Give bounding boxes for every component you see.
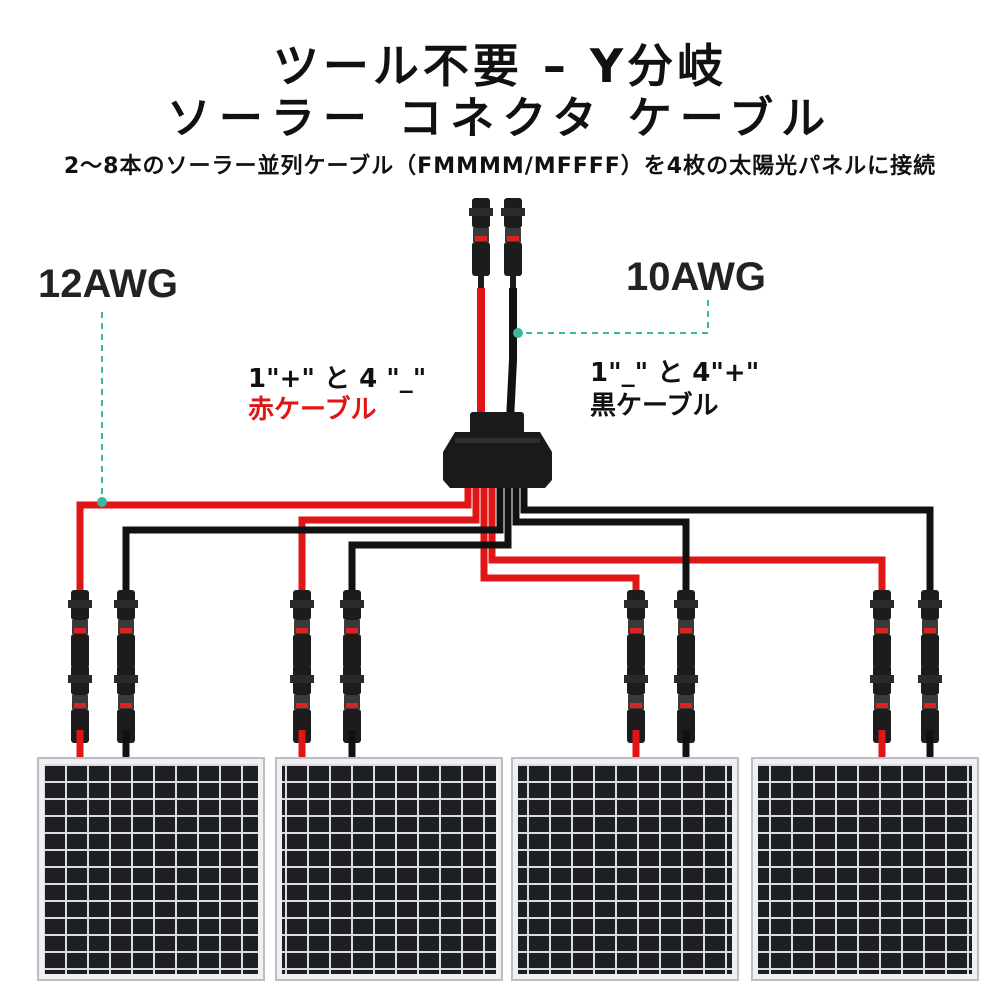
red-wire-panel-2	[298, 470, 480, 600]
solar-panel-4	[751, 757, 979, 981]
black-wire-panel-3	[512, 470, 690, 600]
black-wire-panel-1	[122, 470, 504, 600]
gauge-label-10awg: 10AWG	[626, 255, 767, 299]
solar-panel-1	[37, 757, 265, 981]
guide-12awg-dot	[97, 497, 107, 507]
panel-connectors	[68, 590, 942, 755]
black-wire-panel-2	[348, 470, 512, 600]
black-wire-panel-4	[520, 470, 934, 600]
y-splitter-hub	[443, 412, 552, 488]
input-connector-negative	[501, 198, 525, 421]
gauge-label-12awg: 12AWG	[38, 262, 179, 306]
red-cable-spec: 1"+" と 4 "_"	[248, 364, 427, 394]
black-cable-name: 黒ケーブル	[590, 391, 719, 421]
subtitle: 2〜8本のソーラー並列ケーブル（FMMMM/MFFFF）を4枚の太陽光パネルに接…	[63, 154, 937, 179]
solar-panel-3	[511, 757, 739, 981]
title-line-1: ツール不要 – Y分岐	[272, 39, 728, 93]
input-connector-positive	[469, 198, 493, 420]
black-cable-spec: 1"_" と 4"+"	[590, 358, 760, 388]
guide-10awg-dot	[513, 328, 523, 338]
solar-panel-2	[275, 757, 503, 981]
red-wire-panel-3	[480, 470, 640, 600]
guide-10awg	[522, 300, 709, 334]
red-wire-panel-1	[76, 470, 472, 600]
red-cable-name: 赤ケーブル	[248, 395, 377, 425]
title-line-2: ソーラー コネクタ ケーブル	[166, 93, 834, 144]
